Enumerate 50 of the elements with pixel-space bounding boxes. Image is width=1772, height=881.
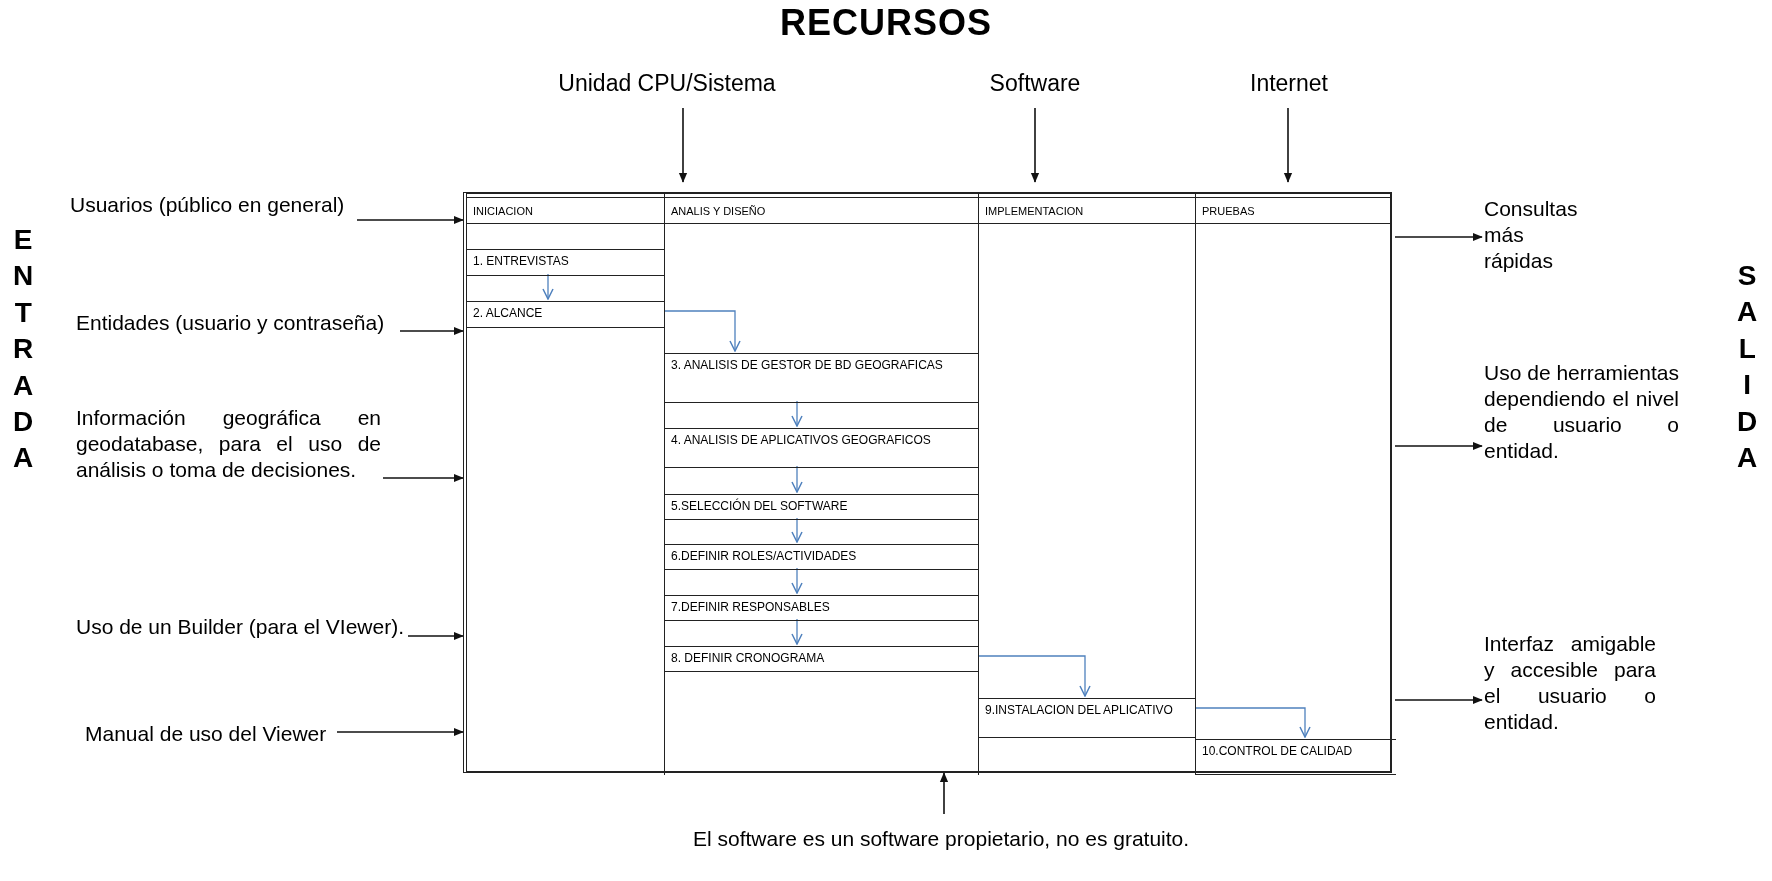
arrow	[407, 631, 464, 641]
process-step: 7.DEFINIR RESPONSABLES	[665, 595, 979, 621]
io-text: Consultas más rápidas	[1484, 196, 1584, 274]
column-header: IMPLEMENTACION	[984, 204, 1085, 219]
resource-label: Internet	[1229, 70, 1349, 100]
process-step: 3. ANALISIS DE GESTOR DE BD GEOGRAFICAS	[665, 353, 979, 403]
diagram-title: RECURSOS	[779, 2, 993, 44]
arrow	[1394, 441, 1483, 451]
io-text: Información geográfica en geodatabase, para el uso de análisis o toma de decisiones.	[76, 405, 381, 509]
process-step: 10.CONTROL DE CALIDAD	[1196, 739, 1396, 775]
arrow	[791, 618, 803, 645]
arrow	[791, 517, 803, 543]
arrow	[399, 326, 464, 336]
io-text: Entidades (usuario y contraseña)	[76, 310, 398, 362]
arrow	[678, 107, 688, 183]
arrow	[382, 473, 464, 483]
arrow	[1283, 107, 1293, 183]
process-step: 9.INSTALACION DEL APLICATIVO	[979, 698, 1196, 738]
arrow	[1394, 695, 1483, 705]
process-step: 5.SELECCIÓN DEL SOFTWARE	[665, 494, 979, 520]
arrow	[336, 727, 464, 737]
io-text: Interfaz amigable y accesible para el usuario o entidad.	[1484, 631, 1656, 761]
io-text: Uso de herramientas dependiendo el nivel de usuario o entidad.	[1484, 360, 1679, 490]
side-label: SALIDA	[1736, 259, 1759, 475]
process-step: 4. ANALISIS DE APLICATIVOS GEOGRAFICOS	[665, 428, 979, 468]
process-step: 8. DEFINIR CRONOGRAMA	[665, 646, 979, 672]
io-text: Manual de uso del Viewer	[85, 721, 335, 773]
resource-label: Unidad CPU/Sistema	[547, 70, 787, 100]
process-step: 1. ENTREVISTAS	[467, 249, 665, 276]
io-text: Usuarios (público en general)	[70, 192, 355, 244]
column-header: PRUEBAS	[1201, 204, 1256, 219]
arrow	[791, 465, 803, 493]
arrow	[356, 215, 464, 225]
side-label: ENTRADA	[12, 223, 35, 476]
arrow	[1195, 707, 1311, 738]
arrow	[939, 772, 949, 815]
io-text: Uso de un Builder (para el VIewer).	[76, 614, 406, 666]
column-header: INICIACION	[472, 204, 534, 219]
arrow	[791, 567, 803, 594]
arrow	[1394, 232, 1483, 242]
resource-label: Software	[945, 70, 1125, 100]
arrow	[664, 310, 741, 352]
arrow	[542, 273, 554, 300]
arrow	[978, 655, 1091, 697]
process-step: 2. ALCANCE	[467, 301, 665, 328]
arrow	[1030, 107, 1040, 183]
column-header: ANALIS Y DISEÑO	[670, 204, 767, 219]
process-step: 6.DEFINIR ROLES/ACTIVIDADES	[665, 544, 979, 570]
arrow	[791, 400, 803, 427]
io-text: El software es un software propietario, no es gratuito.	[693, 826, 1193, 878]
